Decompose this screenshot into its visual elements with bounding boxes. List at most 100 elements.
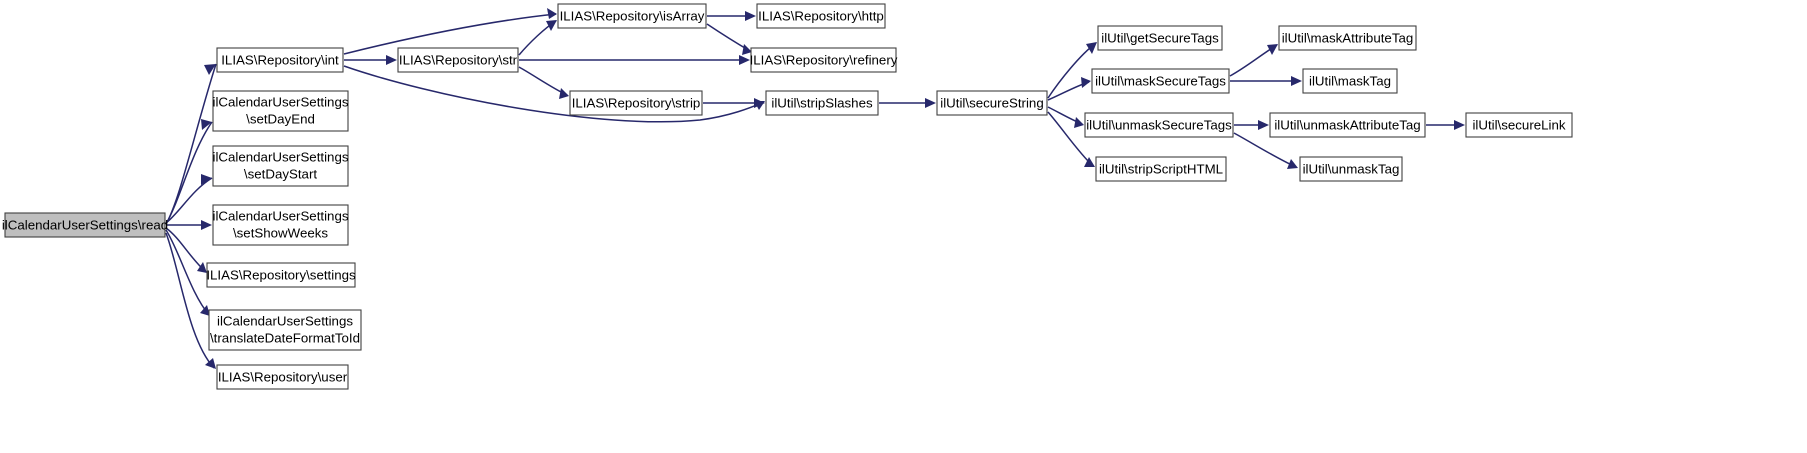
node-label: ilUtil\secureLink [1472,118,1565,133]
call-edge-isArray-to-http [707,11,756,21]
call-graph-node-user[interactable]: ILIAS\Repository\user [216,364,349,390]
node-box[interactable] [1095,156,1227,182]
call-graph-node-unmaskTag[interactable]: ilUtil\unmaskTag [1299,156,1403,182]
call-graph-node-unmaskAttributeTag[interactable]: ilUtil\unmaskAttributeTag [1269,112,1426,138]
call-edge-secureString-to-getSecureTags [1047,42,1097,99]
call-edge-str-to-isArray [518,20,557,56]
call-graph-node-stripSlashes[interactable]: ilUtil\stripSlashes [765,90,879,116]
arrowhead-icon [1084,157,1095,167]
call-edge-strip-to-stripSlashes [703,98,765,108]
call-graph-node-translateDateFormat[interactable]: ilCalendarUserSettings \translateDateForm… [208,309,362,351]
node-label-line1: ilCalendarUserSettings [217,314,353,329]
call-edge-read-to-setDayStart [165,174,213,224]
node-box[interactable] [1465,112,1573,138]
node-label: ILIAS\Repository\isArray [560,9,705,24]
arrowhead-icon [1086,42,1097,54]
call-graph-node-secureString[interactable]: ilUtil\secureString [936,90,1048,116]
call-graph-node-refinery[interactable]: ILIAS\Repository\refinery [750,47,898,73]
call-graph-node-maskSecureTags[interactable]: ilUtil\maskSecureTags [1091,68,1230,94]
call-graph-node-http[interactable]: ILIAS\Repository\http [756,3,886,29]
node-box[interactable] [765,90,879,116]
arrowhead-icon [386,55,397,65]
call-edge-read-to-settings [165,227,207,273]
arrowhead-icon [204,64,216,75]
arrowhead-icon [559,88,569,99]
node-box[interactable] [750,47,897,73]
node-box[interactable] [1084,112,1234,138]
node-box[interactable] [397,47,519,73]
node-label: ILIAS\Repository\user [218,370,348,385]
call-edge-stripSlashes-to-secureString [879,98,936,108]
node-label-line2: \setShowWeeks [233,226,328,241]
node-box[interactable] [1269,112,1426,138]
node-label: ILIAS\Repository\http [758,9,884,24]
call-graph-node-strip[interactable]: ILIAS\Repository\strip [569,90,703,116]
node-box[interactable] [557,3,707,29]
node-box[interactable] [212,145,349,187]
call-edge-int-to-str [344,55,397,65]
arrowhead-icon [745,11,756,21]
node-label-line2: \setDayEnd [246,112,315,127]
arrowhead-icon [205,358,216,369]
call-graph-node-stripScriptHTML[interactable]: ilUtil\stripScriptHTML [1095,156,1227,182]
call-edge-unmaskSecureTags-to-unmaskAttributeTag [1234,120,1269,130]
node-box[interactable] [212,90,349,132]
arrowhead-icon [547,8,557,19]
call-graph-node-isArray[interactable]: ILIAS\Repository\isArray [557,3,707,29]
call-graph-node-setShowWeeks[interactable]: ilCalendarUserSettings \setShowWeeks [212,204,349,246]
node-box[interactable] [1097,25,1223,51]
call-edge-read-to-translateDateFormat [165,229,210,316]
node-label: ilCalendarUserSettings\read [2,218,168,233]
call-graph-node-settings[interactable]: ILIAS\Repository\settings [206,262,356,288]
arrowhead-icon [1267,44,1278,55]
node-box[interactable] [216,47,344,73]
arrowhead-icon [1287,159,1298,169]
node-box[interactable] [1302,68,1398,94]
call-edge-int-to-isArray [343,8,557,55]
call-graph-node-setDayEnd[interactable]: ilCalendarUserSettings\setDayEnd [212,90,349,132]
node-box[interactable] [216,364,349,390]
node-label: ILIAS\Repository\refinery [750,53,898,68]
arrowhead-icon [1291,76,1302,86]
node-box-root[interactable] [4,212,166,238]
node-label-line1: ilCalendarUserSettings [213,209,349,224]
node-label: ilUtil\unmaskTag [1303,162,1400,177]
node-box[interactable] [936,90,1048,116]
node-box[interactable] [569,90,703,116]
call-graph-node-int[interactable]: ILIAS\Repository\int [216,47,344,73]
arrowhead-icon [1074,117,1084,128]
call-graph-node-maskTag[interactable]: ilUtil\maskTag [1302,68,1398,94]
call-graph-node-maskAttributeTag[interactable]: ilUtil\maskAttributeTag [1278,25,1417,51]
node-label: ilUtil\secureString [940,96,1043,111]
call-graph-node-read[interactable]: ilCalendarUserSettings\read [2,212,168,238]
call-graph-node-secureLink[interactable]: ilUtil\secureLink [1465,112,1573,138]
edge-line [518,66,568,96]
node-label-line2: \translateDateFormatToId [210,331,360,346]
edge-line [165,232,215,369]
node-label: ILIAS\Repository\strip [572,96,701,111]
call-graph-node-getSecureTags[interactable]: ilUtil\getSecureTags [1097,25,1223,51]
call-edge-str-to-refinery [519,55,750,65]
node-box[interactable] [206,262,356,288]
node-label-line1: ilCalendarUserSettings [213,150,349,165]
call-edge-secureString-to-stripScriptHTML [1047,111,1095,167]
node-box[interactable] [1278,25,1417,51]
arrowhead-icon [1258,120,1269,130]
edge-line [165,121,213,225]
call-graph-node-setDayStart[interactable]: ilCalendarUserSettings\setDayStart [212,145,349,187]
node-label: ilUtil\maskTag [1309,74,1391,89]
node-box[interactable] [1299,156,1403,182]
node-label: ilUtil\unmaskAttributeTag [1274,118,1420,133]
call-graph-node-str[interactable]: ILIAS\Repository\str [397,47,519,73]
call-graph-node-unmaskSecureTags[interactable]: ilUtil\unmaskSecureTags [1084,112,1234,138]
arrowhead-icon [925,98,936,108]
node-box[interactable] [208,309,362,351]
node-box[interactable] [212,204,349,246]
node-box[interactable] [756,3,886,29]
edge-line [1047,42,1097,99]
edge-line [343,65,765,123]
call-edge-read-to-setDayEnd [165,119,213,225]
node-box[interactable] [1091,68,1230,94]
node-label: ilUtil\getSecureTags [1101,31,1219,46]
